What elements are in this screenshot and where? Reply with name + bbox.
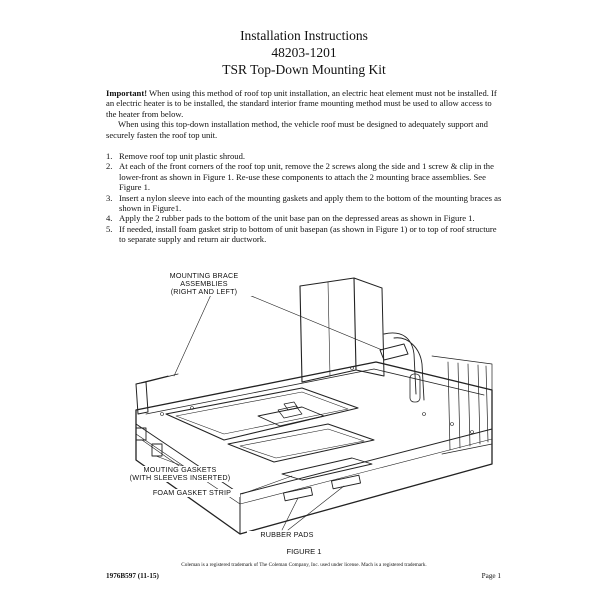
document-number: 1976B597 (11-15)	[106, 572, 159, 580]
step-list: 1. Remove roof top unit plastic shroud. 2…	[106, 151, 502, 245]
intro-section: Important! When using this method of roo…	[106, 88, 502, 140]
page-number: Page 1	[481, 572, 501, 580]
base-pan-inner-rim	[145, 368, 485, 415]
step-text: If needed, install foam gasket strip to …	[119, 223, 497, 245]
important-text: When using this method of roof top unit …	[106, 88, 497, 119]
right-mounting-brace	[379, 343, 409, 361]
refrigerant-tubing	[383, 332, 425, 401]
blower-housing	[277, 401, 303, 419]
step-text: Remove roof top unit plastic shroud.	[119, 151, 246, 161]
important-label: Important!	[106, 88, 148, 98]
right-housing-side	[353, 277, 385, 377]
part-number: 48203-1201	[271, 45, 337, 60]
roof-note: When using this top-down installation me…	[106, 119, 488, 140]
step-item: 4. Apply the 2 rubber pads to the bottom …	[106, 213, 502, 223]
step-text: Insert a nylon sleeve into each of the m…	[119, 192, 502, 214]
fastener-holes	[160, 366, 474, 434]
callout-foam-gasket-strip: FOAM GASKET STRIP	[144, 489, 240, 497]
kit-name: TSR Top-Down Mounting Kit	[222, 62, 386, 77]
callout-rubber-pads: RUBBER PADS	[247, 531, 327, 539]
blower-opening	[257, 406, 325, 427]
return-opening-inner	[239, 428, 365, 459]
mounting-gasket	[135, 427, 147, 441]
step-number: 4.	[106, 213, 113, 224]
inner-frame	[165, 387, 359, 441]
rubber-pad	[283, 486, 313, 502]
left-brace-top-2	[145, 373, 179, 383]
step-text: Apply the 2 rubber pads to the bottom of…	[119, 213, 475, 224]
step-number: 5.	[106, 223, 113, 234]
figure-1-drawing	[135, 277, 493, 535]
inner-frame-lip	[175, 391, 349, 435]
step-number: 1.	[106, 151, 113, 161]
step-item: 3. Insert a nylon sleeve into each of the…	[106, 193, 502, 214]
rubber-pad	[331, 474, 361, 490]
step-text: At each of the front corners of the roof…	[119, 161, 494, 193]
important-paragraph: Important! When using this method of roo…	[106, 88, 502, 119]
accumulator	[409, 373, 421, 403]
right-housing-seam	[327, 281, 331, 377]
return-opening	[227, 423, 375, 463]
left-brace-top	[135, 375, 169, 385]
callout-mounting-gaskets: MOUTING GASKETS (WITH SLEEVES INSERTED)	[122, 466, 238, 482]
base-pan-outline	[135, 361, 493, 535]
callout-mounting-brace: MOUNTING BRACE ASSEMBLIES (RIGHT AND LEF…	[148, 272, 260, 296]
step-item: 1. Remove roof top unit plastic shroud.	[106, 151, 502, 161]
foam-gasket-strip	[281, 457, 373, 481]
mounting-gasket	[151, 443, 163, 457]
step-item: 5. If needed, install foam gasket strip t…	[106, 224, 502, 245]
figure-caption: FIGURE 1	[286, 547, 322, 556]
step-number: 3.	[106, 192, 113, 203]
base-pan-front-edge	[135, 423, 493, 495]
step-number: 2.	[106, 161, 113, 172]
document-title: Installation Instructions	[240, 28, 368, 43]
step-item: 2. At each of the front corners of the ro…	[106, 161, 502, 192]
trademark-notice: Coleman is a registered trademark of The…	[181, 562, 427, 568]
coil-fins	[431, 355, 493, 455]
